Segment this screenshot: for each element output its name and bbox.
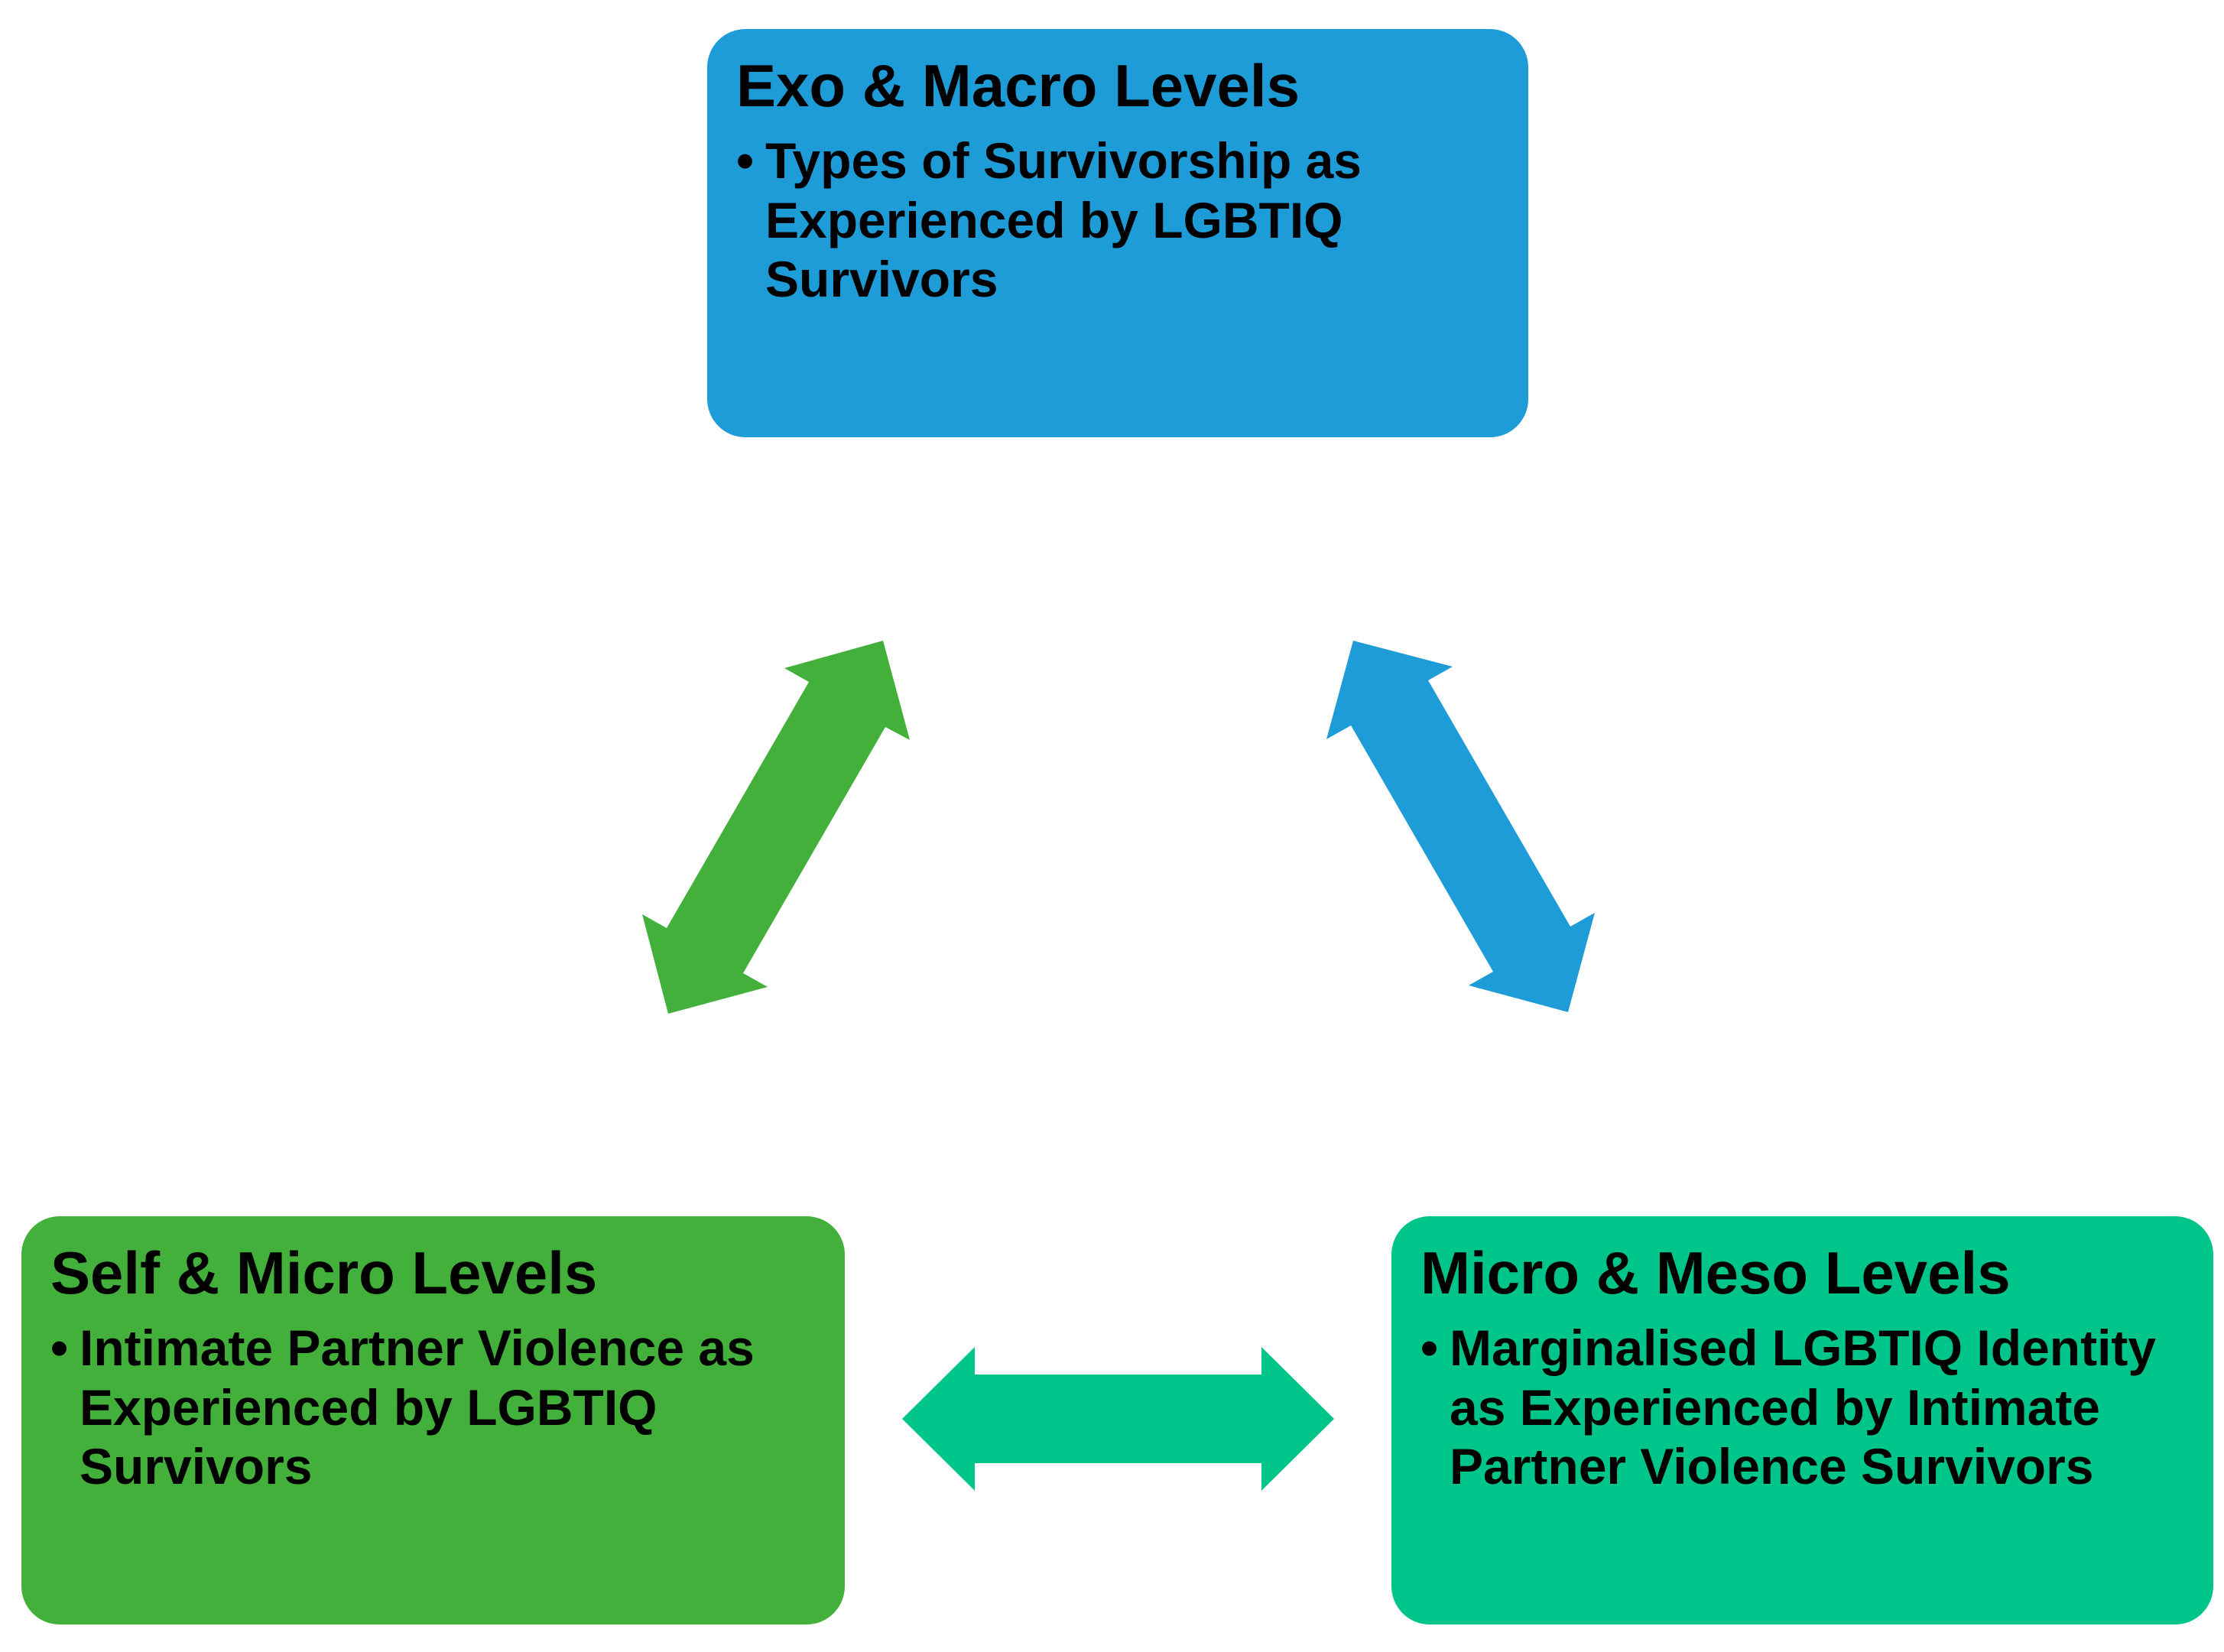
bullet-icon: • [1420,1319,1439,1376]
box-title: Micro & Meso Levels [1420,1239,2011,1306]
bullet-icon: • [736,131,755,189]
box-title: Exo & Macro Levels [736,52,1300,119]
box-title: Self & Micro Levels [50,1239,598,1306]
list-item: • Marginalised LGBTIQ Identity as Experi… [1420,1319,2184,1498]
self-micro-levels-box: Self & Micro Levels • Intimate Partner V… [21,1216,845,1624]
bullet-icon: • [50,1319,69,1376]
list-item-text: Types of Survivorship as Experienced by … [765,131,1362,308]
box-bullet-list: • Marginalised LGBTIQ Identity as Experi… [1420,1319,2184,1498]
double-arrow-left-right [902,1347,1334,1491]
list-item-text: Marginalised LGBTIQ Identity as Experien… [1450,1319,2157,1495]
list-item: • Intimate Partner Violence as Experienc… [50,1319,816,1498]
list-item-text: Intimate Partner Violence as Experienced… [80,1319,755,1495]
micro-meso-levels-box: Micro & Meso Levels • Marginalised LGBTI… [1391,1216,2213,1624]
box-bullet-list: • Intimate Partner Violence as Experienc… [50,1319,816,1498]
box-bullet-list: • Types of Survivorship as Experienced b… [736,131,1499,310]
list-item: • Types of Survivorship as Experienced b… [736,131,1499,310]
double-arrow-top-right [1326,641,1595,1012]
double-arrow-left-top [642,641,910,1014]
exo-macro-levels-box: Exo & Macro Levels • Types of Survivorsh… [707,29,1528,437]
